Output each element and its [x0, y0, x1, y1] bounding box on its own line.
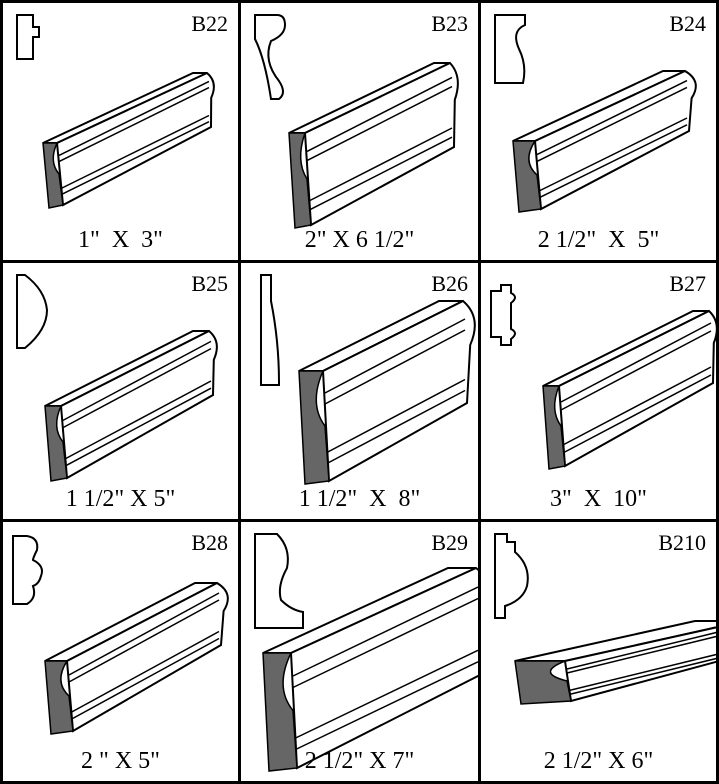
molding-groove-line	[560, 330, 712, 411]
end-grain-face	[288, 132, 312, 229]
molding-groove-line	[566, 631, 716, 670]
profile-outline	[490, 284, 516, 346]
dimension-label: 2 1/2" X 7"	[304, 748, 415, 774]
molding-cell-b29: B29 2 1/2" X 7"	[241, 522, 478, 781]
dimension-label: 3" X 10"	[550, 486, 647, 512]
end-grain-face	[262, 652, 298, 772]
end-grain-face	[42, 142, 64, 209]
product-code: B22	[191, 11, 228, 36]
molding-groove-line	[58, 86, 210, 163]
board-front-face	[533, 69, 697, 211]
molding-groove-line	[68, 599, 220, 683]
end-grain-face	[298, 370, 330, 485]
molding-illustration	[260, 274, 476, 485]
molding-groove-line	[324, 389, 466, 466]
molding-cell-b22: B22 1" X 3"	[3, 3, 238, 260]
end-grain-face	[514, 660, 572, 705]
product-code: B23	[431, 11, 468, 36]
molding-groove-line	[68, 630, 220, 715]
dimension-label: 1 1/2" X 5"	[65, 486, 176, 512]
end-grain-face	[44, 405, 68, 482]
profile-outline	[494, 14, 526, 84]
molding-illustration	[254, 533, 478, 772]
molding-groove-line	[306, 85, 453, 162]
dimension-label: 1" X 3"	[78, 227, 163, 253]
end-grain-face	[542, 385, 566, 470]
end-grain-face	[44, 660, 74, 735]
molding-groove-line	[292, 586, 478, 677]
dimension-label: 2 " X 5"	[81, 748, 160, 774]
molding-groove-line	[536, 117, 688, 193]
profile-outline	[16, 14, 40, 60]
molding-groove-line	[62, 340, 212, 422]
profile-outline	[12, 535, 43, 605]
dimension-label: 1 1/2" X 8"	[298, 486, 421, 512]
dimension-label: 2" X 6 1/2"	[304, 227, 415, 253]
profile-outline	[494, 533, 529, 619]
molding-illustration	[254, 14, 459, 229]
molding-groove-line	[58, 121, 210, 197]
molding-groove-line	[292, 597, 478, 689]
end-grain-face	[512, 140, 542, 213]
molding-cell-b24: B24 2 1/2" X 5"	[481, 3, 716, 260]
molding-groove-line	[62, 387, 212, 468]
molding-cell-b27: B27 3" X 10"	[481, 263, 716, 519]
dimension-label: 2 1/2" X 5"	[537, 227, 660, 253]
molding-illustration	[16, 274, 218, 482]
molding-groove-line	[292, 649, 478, 740]
product-code: B28	[191, 530, 228, 555]
molding-groove-line	[560, 322, 712, 403]
product-code: B25	[191, 271, 228, 296]
molding-cell-b28: B28 2 " X 5"	[3, 522, 238, 781]
molding-illustration	[494, 14, 697, 213]
dimension-label: 2 1/2" X 6"	[543, 748, 654, 774]
product-code: B24	[669, 11, 706, 36]
molding-groove-line	[68, 637, 220, 722]
molding-groove-line	[566, 653, 716, 692]
molding-groove-line	[324, 318, 466, 394]
molding-groove-line	[560, 366, 712, 447]
molding-groove-line	[62, 380, 212, 461]
molding-groove-line	[560, 374, 712, 455]
product-code: B26	[431, 271, 468, 296]
profile-outline	[260, 274, 280, 386]
molding-groove-line	[566, 635, 716, 674]
molding-groove-line	[306, 76, 453, 153]
board-front-face	[65, 581, 229, 733]
molding-groove-line	[306, 136, 453, 212]
molding-illustration	[16, 14, 215, 209]
molding-groove-line	[68, 592, 220, 676]
product-code: B29	[431, 530, 468, 555]
board-front-face	[59, 329, 218, 480]
molding-cell-b26: B26 1 1/2" X 8"	[241, 263, 478, 519]
molding-cell-b23: B23 2" X 6 1/2"	[241, 3, 478, 260]
product-code: B210	[658, 530, 706, 555]
molding-groove-line	[536, 124, 688, 200]
profile-outline	[254, 14, 287, 100]
molding-groove-line	[566, 657, 716, 696]
molding-groove-line	[536, 86, 688, 163]
profile-outline	[16, 274, 49, 349]
molding-illustration	[494, 533, 716, 705]
molding-groove-line	[62, 347, 212, 429]
molding-groove-line	[324, 329, 466, 405]
molding-illustration	[490, 284, 716, 470]
molding-groove-line	[292, 661, 478, 752]
molding-cell-b25: B25 1 1/2" X 5"	[3, 263, 238, 519]
molding-groove-line	[58, 80, 210, 157]
molding-groove-line	[306, 127, 453, 203]
molding-groove-line	[536, 79, 688, 156]
product-code: B27	[669, 271, 706, 296]
board-front-face	[321, 299, 476, 483]
board-front-face	[55, 71, 215, 207]
molding-groove-line	[324, 378, 466, 455]
molding-groove-line	[58, 114, 210, 191]
profile-outline	[254, 533, 304, 629]
molding-illustration	[12, 535, 229, 735]
molding-cell-b210: B210 2 1/2" X 6"	[481, 522, 716, 781]
